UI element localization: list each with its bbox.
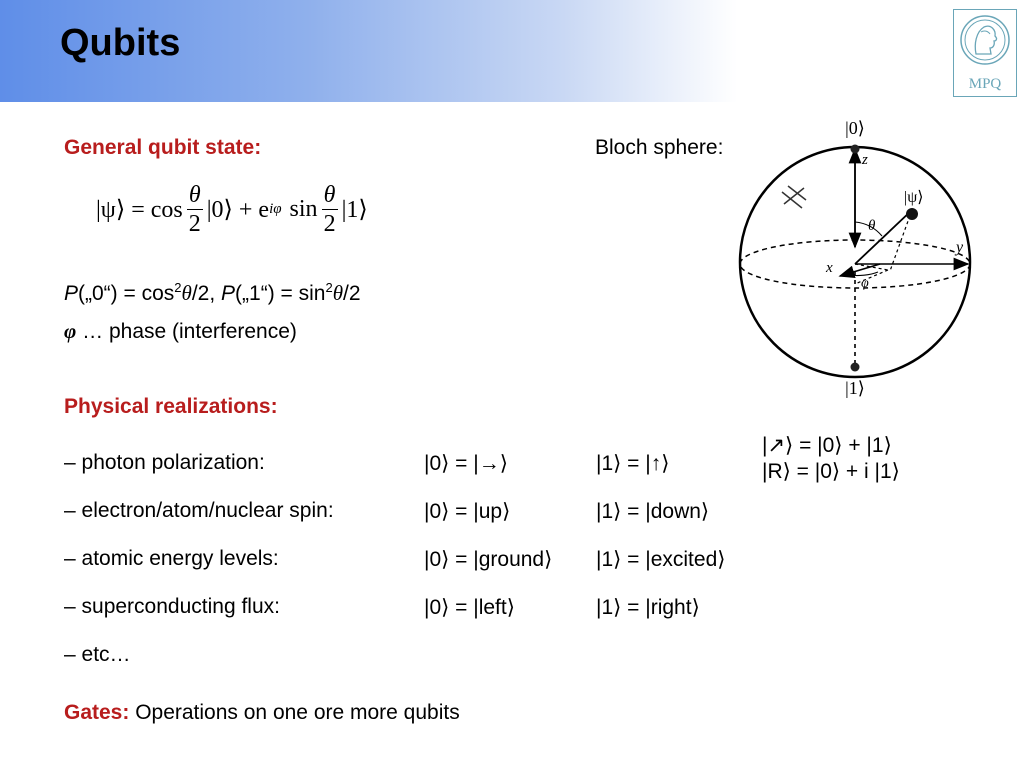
realization-zero: |0⟩ = |ground⟩ [424, 548, 553, 571]
bloch-sphere-label: Bloch sphere: [595, 136, 724, 159]
half-theta-fraction-2: θ 2 [321, 182, 338, 237]
half-theta-fraction: θ 2 [186, 182, 203, 237]
realization-zero: |0⟩ = |→⟩ [424, 452, 508, 475]
phi-arc [847, 271, 879, 277]
north-pole-dot [850, 144, 860, 154]
mpq-logo: MPQ [953, 9, 1017, 97]
realization-name: – superconducting flux: [64, 595, 280, 618]
polarization-note-circular: |R⟩ = |0⟩ + i |1⟩ [762, 460, 900, 483]
realization-one: |1⟩ = |right⟩ [596, 596, 700, 619]
physical-realizations-heading: Physical realizations: [64, 395, 278, 418]
bloch-sphere-diagram: |0⟩ |1⟩ |ψ⟩ z y x θ φ [738, 118, 972, 398]
scribble-mark [781, 185, 807, 209]
z-label: z [861, 152, 868, 168]
bottom-ket-label: |1⟩ [845, 378, 865, 398]
theta-arc [854, 221, 883, 237]
realization-name: – electron/atom/nuclear spin: [64, 499, 334, 522]
realization-etc: – etc… [64, 643, 131, 666]
psi-dot [906, 208, 918, 220]
polarization-note-diagonal: |↗⟩ = |0⟩ + |1⟩ [762, 434, 892, 457]
formula-ket0: |0⟩ + e [206, 197, 270, 223]
state-vector [854, 209, 913, 265]
realization-name: – atomic energy levels: [64, 547, 279, 570]
formula-lhs: |ψ⟩ = cos [96, 197, 183, 223]
realization-zero: |0⟩ = |up⟩ [424, 500, 511, 523]
slide-title: Qubits [60, 22, 181, 64]
south-pole-dot [850, 362, 860, 372]
psi-label: |ψ⟩ [904, 189, 923, 206]
phase-line: φ … phase (interference) [64, 319, 297, 343]
y-label: y [954, 239, 964, 256]
realization-one: |1⟩ = |↑⟩ [596, 452, 670, 475]
title-banner [0, 0, 1024, 102]
realization-one: |1⟩ = |down⟩ [596, 500, 710, 523]
x-label: x [825, 260, 833, 276]
x-axis [838, 263, 881, 278]
top-ket-label: |0⟩ [845, 118, 865, 138]
theta-label: θ [868, 218, 876, 234]
realization-name: – photon polarization: [64, 451, 265, 474]
formula-ket1: |1⟩ [341, 197, 368, 223]
probability-line: P(„0“) = cos2θ/2, P(„1“) = sin2θ/2 [64, 280, 361, 305]
realization-zero: |0⟩ = |left⟩ [424, 596, 515, 619]
realization-one: |1⟩ = |excited⟩ [596, 548, 726, 571]
gates-text: Operations on one ore more qubits [129, 701, 460, 724]
gates-line: Gates: Operations on one ore more qubits [64, 701, 460, 725]
general-qubit-heading: General qubit state: [64, 136, 262, 159]
logo-text: MPQ [969, 76, 1002, 92]
gates-label: Gates: [64, 701, 130, 724]
phi-label: φ [861, 276, 869, 291]
